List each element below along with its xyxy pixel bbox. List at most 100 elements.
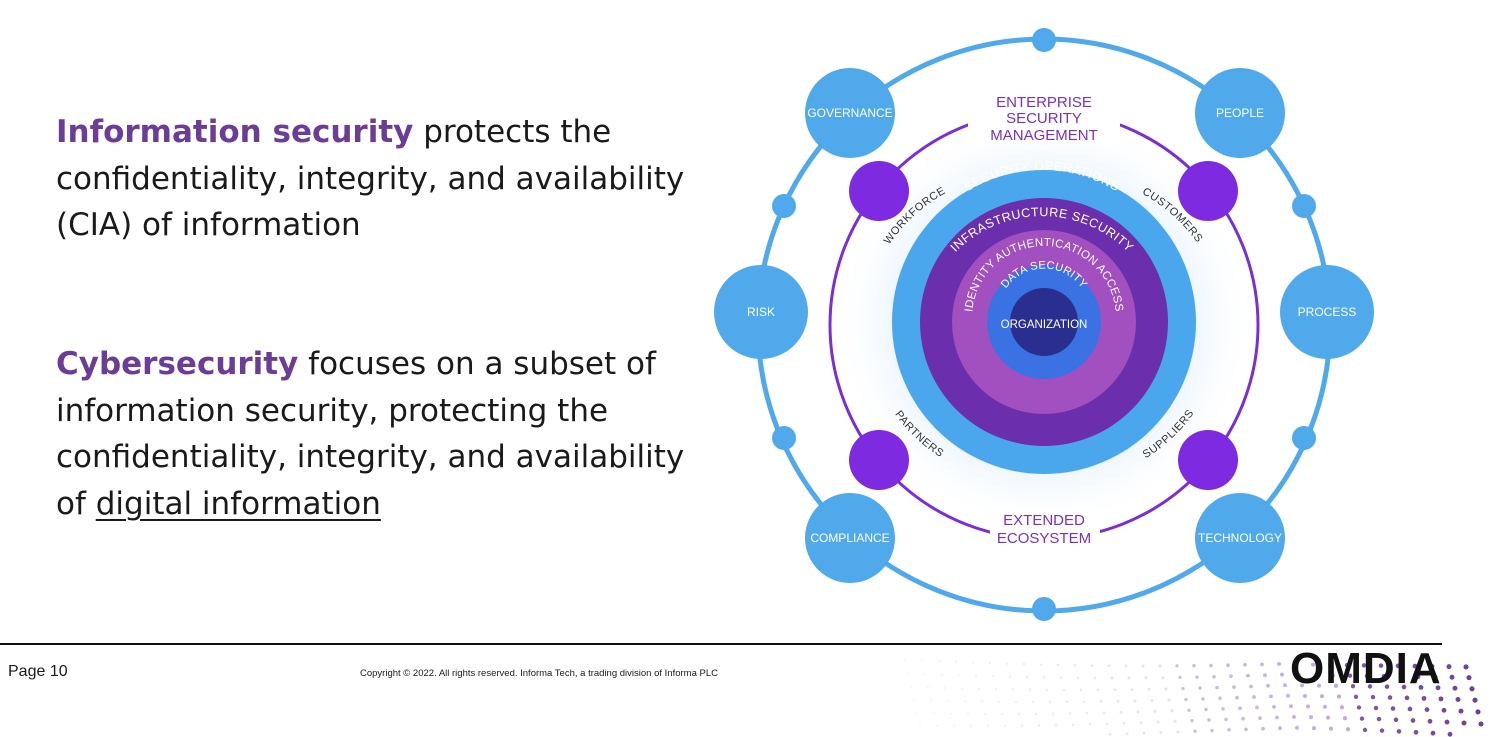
decor-dot [1447,731,1453,737]
cybersecurity-term: Cybersecurity [56,346,299,382]
info-security-term: Information security [56,114,414,150]
purple-node-partners [849,430,909,490]
decor-dot [904,659,906,661]
decor-dot [1435,685,1441,691]
decor-dot [1344,662,1350,668]
decor-dot [1153,709,1157,713]
decor-dot [1458,708,1464,714]
decor-dot [1362,727,1368,733]
decor-dot [1017,712,1021,716]
decor-dot [1108,733,1112,736]
decor-dot [1133,699,1137,703]
decor-dot [953,725,955,727]
decor-dot [1221,707,1225,711]
decor-dot [1302,693,1308,699]
decor-dot [1272,704,1276,709]
decor-dot [1472,697,1478,703]
decor-dot [1198,686,1202,690]
decor-dot [1387,695,1393,700]
decor-dot [1141,664,1145,668]
label-ecosystem: ECOSYSTEM [997,530,1091,547]
decor-dot [1127,676,1131,680]
node-process [1280,265,1374,359]
decor-dot [907,672,909,675]
decor-dot [1415,674,1421,680]
decor-dot [1099,700,1103,703]
decor-dot [1308,715,1314,720]
decor-dot [1311,726,1317,731]
label-enterprise: ENTERPRISE [996,94,1092,111]
ring-dot-bottom [1032,597,1056,621]
decor-dot [1289,704,1293,709]
decor-dot [1293,662,1299,667]
decor-dot [1227,728,1231,732]
decor-dot [1475,709,1481,715]
decor-dot [1381,673,1387,679]
decor-dot [986,724,990,728]
decor-dot [1413,729,1419,735]
decor-dot [977,687,981,690]
node-compliance [805,493,895,583]
decor-dot [1249,684,1253,689]
decor-dot [970,725,972,727]
decor-dot [1164,687,1168,691]
decor-dot [955,661,957,663]
decor-dot [1042,676,1046,679]
ring-organization [1010,288,1078,356]
decor-dot [947,700,949,702]
decor-dot [921,659,923,662]
decor-dot [961,687,963,690]
decor-dot [974,674,978,677]
decor-dot [1082,700,1086,704]
decor-dot [1045,688,1049,692]
decor-dot [1327,662,1333,668]
decor-dot [1407,706,1413,712]
decor-dot [1088,722,1092,726]
decor-dot [1210,728,1214,733]
decor-dot [971,661,975,664]
decor-dot [1093,676,1097,680]
decor-dot [1156,720,1160,724]
decor-dot [1241,716,1245,721]
info-security-text: protects the confidentiality, integrity,… [56,114,685,243]
decor-dot [1379,728,1385,733]
decor-dot [1390,706,1396,711]
label-organization: ORGANIZATION [1001,319,1088,331]
decor-dot [1039,663,1043,666]
decor-dot [1255,705,1259,710]
decor-dot [1396,729,1402,734]
purple-node-customers [1178,161,1238,221]
node-governance [805,68,895,158]
decor-dot [1048,700,1052,704]
decor-dot [1286,693,1290,698]
node-compliance-label: COMPLIANCE [810,531,889,545]
decor-dot [980,700,984,703]
label-security: SECURITY [1006,110,1082,127]
decor-dot [930,699,932,702]
decor-dot [1275,715,1279,720]
decor-dot [1144,676,1148,680]
decor-dot [1322,704,1328,709]
node-technology-label: TECHNOLOGY [1198,531,1282,545]
node-people-label: PEOPLE [1216,106,1264,120]
decor-dot [1444,719,1450,725]
decor-dot [938,660,940,663]
decor-dot [1432,674,1438,680]
decor-dot [1280,672,1284,677]
decor-dot [1193,729,1197,733]
decor-dot [1028,688,1032,691]
decor-dot [1062,688,1066,692]
decor-dot [1003,724,1007,727]
decor-dot [1238,706,1242,711]
decor-dot [1226,663,1230,668]
decor-dot [1076,676,1080,680]
decor-dot [1266,683,1270,688]
decor-dot [1184,697,1188,702]
decor-dot [913,699,915,701]
decor-dot [1113,688,1117,692]
decor-dot [1073,664,1077,667]
decor-dot [1142,731,1146,735]
decor-dot [1025,675,1029,679]
decor-dot [1446,664,1452,670]
decor-dot [1161,676,1165,680]
